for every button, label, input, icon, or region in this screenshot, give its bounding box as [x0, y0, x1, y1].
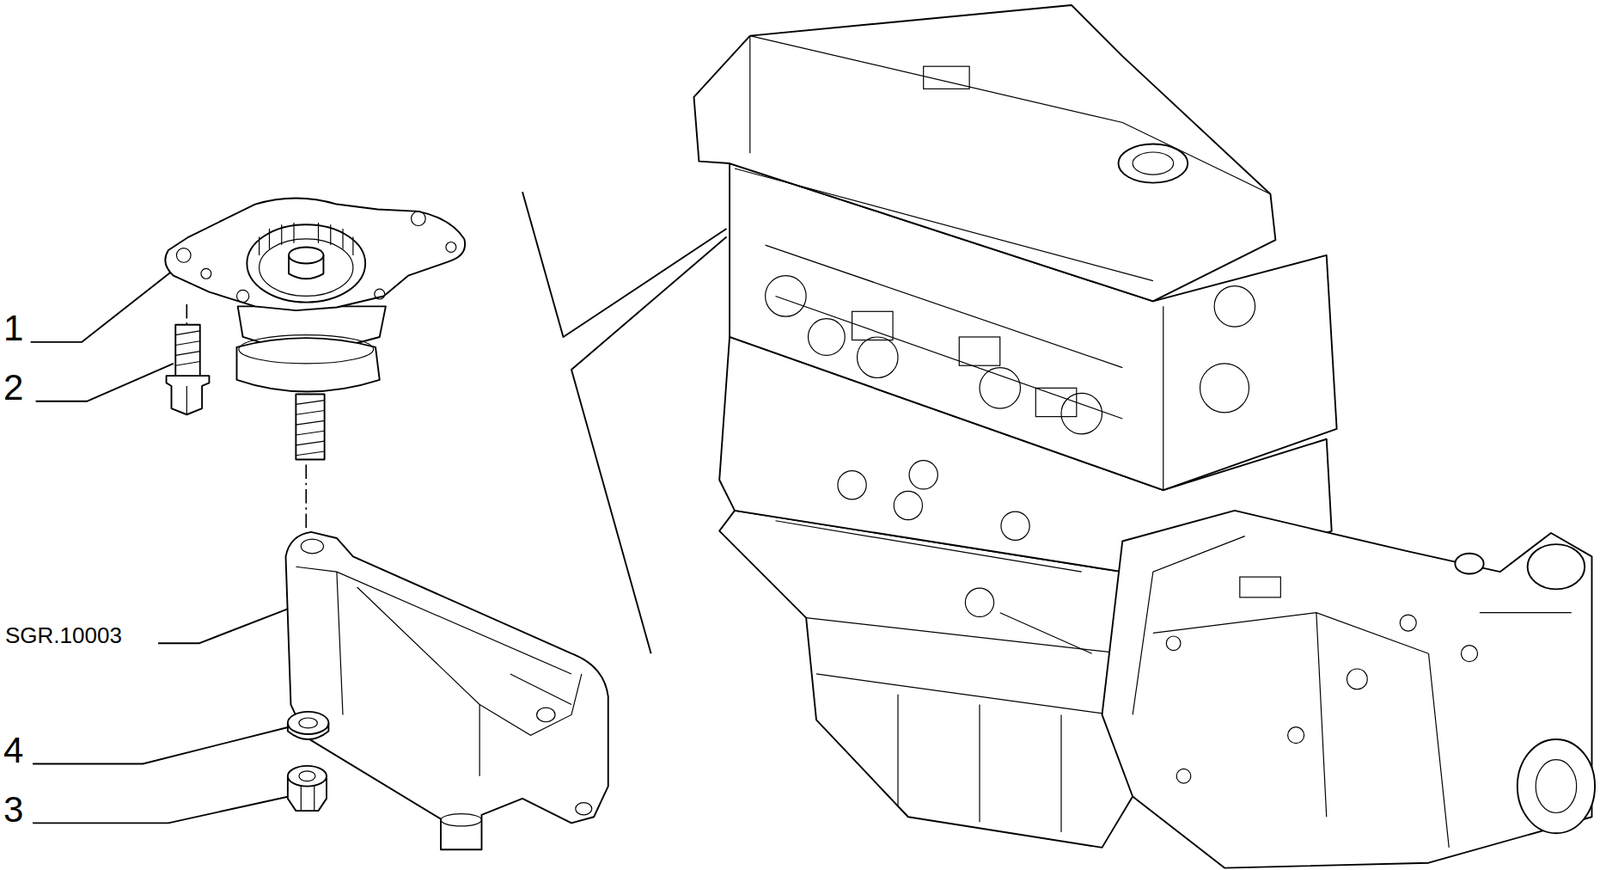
- bolt-part: [186, 385, 188, 415]
- washer-part: [299, 717, 318, 728]
- mount-bracket: [286, 531, 609, 849]
- engine-mount-part: [445, 242, 457, 253]
- leader-line-part: [158, 608, 289, 643]
- pointer-line: [522, 191, 727, 654]
- engine-assembly-part: [765, 275, 807, 318]
- leader-line-part: [30, 271, 172, 342]
- engine-assembly-part: [837, 470, 867, 500]
- mount-bracket-part: [295, 566, 582, 776]
- nut-part: [299, 770, 316, 782]
- pointer-line-part: [571, 237, 727, 654]
- engine-assembly-part: [964, 587, 994, 617]
- engine-mount-part: [164, 197, 465, 311]
- leader-line-part: [36, 363, 174, 402]
- engine-mount-part: [176, 248, 191, 263]
- engine-assembly-part: [1214, 286, 1256, 328]
- engine-mount-part: [411, 211, 427, 226]
- gearbox-part: [1288, 726, 1305, 744]
- washer-part: [287, 711, 330, 734]
- leader-line-part: [32, 795, 289, 823]
- callout-number: 3: [3, 791, 24, 828]
- engine-assembly-part: [893, 490, 923, 520]
- engine-assembly-part: [979, 367, 1021, 410]
- callout-number: 1: [3, 310, 24, 347]
- gearbox-part: [1461, 645, 1478, 662]
- engine-assembly-part: [857, 336, 899, 379]
- gearbox-part: [1399, 614, 1417, 631]
- bolt-part: [166, 375, 210, 415]
- engine-assembly-part: [909, 460, 938, 489]
- engine-assembly-part: [1132, 152, 1174, 175]
- gearbox-part: [1347, 668, 1368, 690]
- bolt: [166, 324, 210, 416]
- center-line-part: [305, 464, 307, 531]
- engine-mount-part: [295, 393, 324, 459]
- engine-assembly-part: [1200, 363, 1250, 413]
- gearbox-part: [1176, 768, 1191, 783]
- mount-bracket-part: [300, 538, 324, 554]
- engine-assembly-part: [1001, 511, 1030, 540]
- gearbox-part: [1239, 576, 1282, 598]
- callout-number: 4: [3, 732, 24, 769]
- engine-mount-part: [201, 268, 212, 279]
- engine-assembly-part: [808, 318, 846, 356]
- mount-bracket-part: [286, 531, 609, 849]
- center-line: [186, 304, 306, 715]
- engine-assembly-part: [765, 244, 1164, 490]
- engine-mount-part: [237, 289, 250, 302]
- nut-part: [300, 786, 314, 812]
- engine-mount-part: [237, 337, 380, 391]
- engine-mount-part: [295, 400, 324, 456]
- gearbox-part: [1166, 635, 1181, 651]
- engine-assembly-part: [923, 66, 970, 89]
- engine-assembly-part: [1118, 143, 1189, 183]
- leader-line-part: [32, 726, 289, 764]
- engine-assembly-part: [694, 5, 1277, 301]
- gearbox-part: [1517, 738, 1595, 833]
- callout-number: 2: [3, 369, 24, 406]
- engine-mount-part: [246, 224, 366, 302]
- mount-bracket-part: [537, 707, 556, 722]
- bolt-part: [175, 324, 201, 379]
- engine-assembly-part: [1035, 387, 1077, 416]
- gearbox-part: [1102, 510, 1593, 868]
- gearbox-part: [1535, 759, 1577, 813]
- gearbox-part: [1527, 543, 1586, 589]
- engine-mount-part: [374, 288, 385, 300]
- bolt-part: [175, 330, 201, 366]
- part-number: SGR.10003: [5, 623, 123, 647]
- engine-assembly-part: [806, 617, 1123, 832]
- mount-bracket-part: [440, 813, 483, 826]
- mount-bracket-part: [575, 802, 593, 815]
- engine-mount-part: [238, 335, 374, 364]
- engine-assembly-part: [775, 520, 1093, 654]
- engine-mount-part: [259, 238, 354, 297]
- center-line-part: [185, 304, 188, 325]
- engine-assembly-part: [852, 311, 894, 340]
- gearbox: [1102, 510, 1596, 868]
- nut-part: [287, 765, 327, 787]
- engine-mount-part: [288, 246, 324, 263]
- engine-assembly-part: [1061, 392, 1103, 434]
- engine-assembly-part: [958, 336, 1001, 366]
- engine-assembly-part: [734, 36, 1271, 281]
- engine-mount: [164, 197, 465, 459]
- washer: [287, 711, 330, 739]
- pointer-line-part: [522, 191, 727, 337]
- gearbox-part: [1132, 536, 1572, 848]
- gearbox-part: [1454, 553, 1484, 575]
- nut: [287, 765, 327, 811]
